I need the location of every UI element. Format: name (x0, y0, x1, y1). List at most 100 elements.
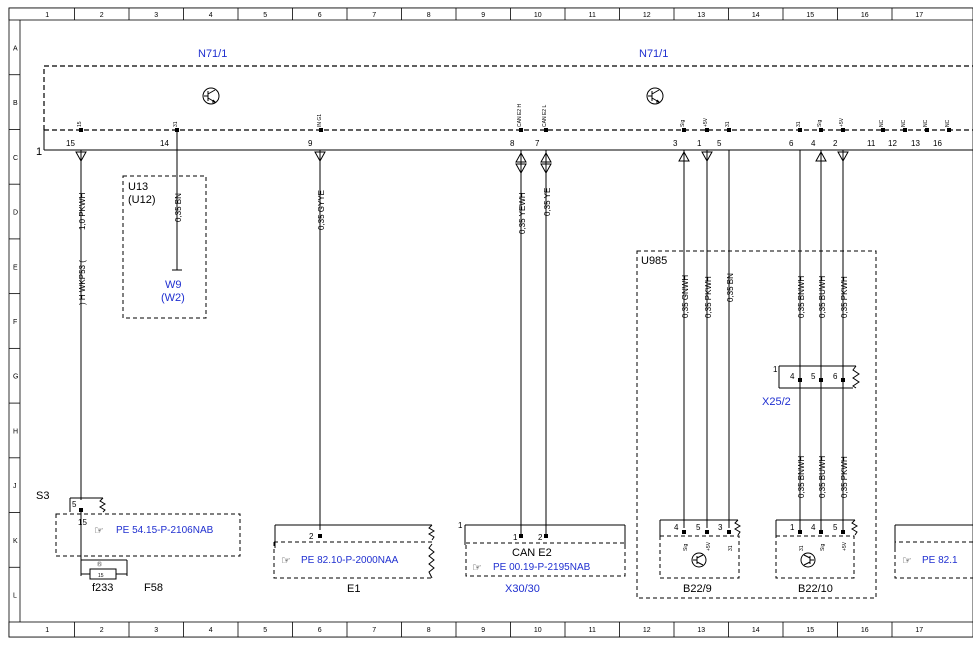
hand-pointer-icon[interactable]: ☞ (281, 555, 291, 567)
x25-2-link[interactable]: X25/2 (762, 396, 791, 408)
pin-function-can-h: CAN E2 H (517, 104, 523, 127)
pe-00-19-link[interactable]: PE 00.19-P-2195NAB (493, 562, 591, 573)
e1-break (428, 543, 435, 579)
w2-ground-link[interactable]: (W2) (161, 292, 185, 304)
hand-pointer-icon[interactable]: ☞ (472, 562, 482, 574)
n71-label-right[interactable]: N71/1 (639, 48, 668, 60)
pin-function-31: 31 (173, 121, 179, 127)
pin-function-can-l: CAN E2 L (542, 105, 548, 127)
column-number: 2 (100, 627, 104, 634)
pin-8: 8 (510, 139, 515, 148)
n71-module-border (43, 65, 973, 130)
wire-label-pkwh: 0,35 PKWH (704, 276, 713, 318)
column-number: 8 (427, 627, 431, 634)
transistor-icon (691, 552, 707, 568)
b22-10-fn-sig: Sig (820, 544, 826, 551)
column-number: 6 (318, 627, 322, 634)
x30-number: 1 (458, 521, 463, 530)
column-number: 4 (209, 627, 213, 634)
pe-54-15-link[interactable]: PE 54.15-P-2106NAB (116, 525, 214, 536)
n71-label-left[interactable]: N71/1 (198, 48, 227, 60)
pin-3: 3 (673, 139, 678, 148)
wire-label-hwp53: ) H WKP53 ( (78, 260, 87, 305)
hand-pointer-icon[interactable]: ☞ (94, 525, 104, 537)
column-number: 5 (263, 12, 267, 19)
x30-30-link[interactable]: X30/30 (505, 583, 540, 595)
fuse-f233 (81, 559, 128, 580)
e1-pin-2: 2 (309, 532, 314, 541)
fuse-pin: 15 (98, 573, 104, 579)
pin-function-sig2: Sig (817, 120, 823, 127)
column-number: 1 (45, 627, 49, 634)
can-e2-label: CAN E2 (512, 547, 552, 559)
column-number: 9 (481, 12, 485, 19)
x25-pin-5: 5 (811, 372, 816, 381)
b22-10-label: B22/10 (798, 583, 833, 595)
wire-label-pkwh: 0,35 PKWH (840, 456, 849, 498)
x30-pin-1: 1 (513, 533, 518, 542)
x25-2-connector (778, 365, 860, 389)
b22-10-pin-4: 4 (811, 523, 816, 532)
x25-2-number: 1 (773, 365, 778, 374)
pin-15: 15 (66, 139, 75, 148)
b22-9-fn-31: 31 (728, 545, 734, 551)
b22-9-pin-4: 4 (674, 523, 679, 532)
connector-c-number: 1 (36, 146, 42, 158)
row-letter: A (13, 45, 18, 52)
pin-function-31b: 31 (725, 121, 731, 127)
pe-82-1-link[interactable]: PE 82.1 (922, 555, 958, 566)
wire-label-pkwh: 0,35 PKWH (840, 276, 849, 318)
pin-4: 4 (811, 139, 816, 148)
column-number: 3 (154, 627, 158, 634)
column-number: 16 (861, 627, 869, 634)
column-number: 7 (372, 12, 376, 19)
column-number: 10 (534, 627, 542, 634)
wire-label-bn: 0,35 BN (174, 193, 183, 222)
column-number: 1 (45, 12, 49, 19)
e1-label: E1 (347, 583, 360, 595)
b22-9-pin-3: 3 (718, 523, 723, 532)
pin-function-in-g1: IN G1 (317, 114, 323, 127)
e1-box (273, 541, 432, 579)
svg-text:☞: ☞ (902, 555, 912, 567)
pin-function-nc: NC (901, 119, 907, 127)
s3-pin-15: 15 (78, 518, 87, 527)
b22-9-label: B22/9 (683, 583, 712, 595)
column-number: 17 (915, 12, 923, 19)
column-number: 3 (154, 12, 158, 19)
f58-label: F58 (144, 582, 163, 594)
pe-82-10-link[interactable]: PE 82.10-P-2000NAA (301, 555, 399, 566)
f58-box (55, 513, 241, 557)
row-letter: D (13, 210, 18, 217)
column-number: 14 (752, 627, 760, 634)
pin-6: 6 (789, 139, 794, 148)
pin-13: 13 (911, 139, 920, 148)
b22-9-fn-5v: +5V (706, 541, 712, 551)
wire-label-bnwh: 0,35 BNWH (797, 456, 806, 498)
b22-10-connector (775, 519, 858, 538)
wire-label-gyye: 0,35 GYYE (317, 190, 326, 230)
pin-5: 5 (717, 139, 722, 148)
svg-text:☞: ☞ (94, 525, 104, 537)
x30-30-connector (464, 524, 626, 545)
pin-function-5v: +5V (703, 117, 709, 127)
w9-ground-link[interactable]: W9 (165, 279, 182, 291)
column-number: 11 (589, 12, 596, 19)
b22-10-pin-1: 1 (790, 523, 795, 532)
hand-pointer-icon[interactable]: ☞ (902, 555, 912, 567)
wire-label-buwh: 0,35 BUWH (818, 456, 827, 498)
column-number: 2 (100, 12, 104, 19)
svg-text:☞: ☞ (281, 555, 291, 567)
transistor-icon (800, 552, 816, 568)
column-number: 17 (915, 627, 923, 634)
pin-function-5v2: +5V (839, 117, 845, 127)
row-letter: F (13, 319, 17, 326)
x25-pin-6: 6 (833, 372, 838, 381)
wire-label-bnwh: 0,35 BNWH (797, 276, 806, 318)
b22-10-box (775, 535, 855, 579)
column-number: 5 (263, 627, 267, 634)
f233-label: f233 (92, 582, 113, 594)
